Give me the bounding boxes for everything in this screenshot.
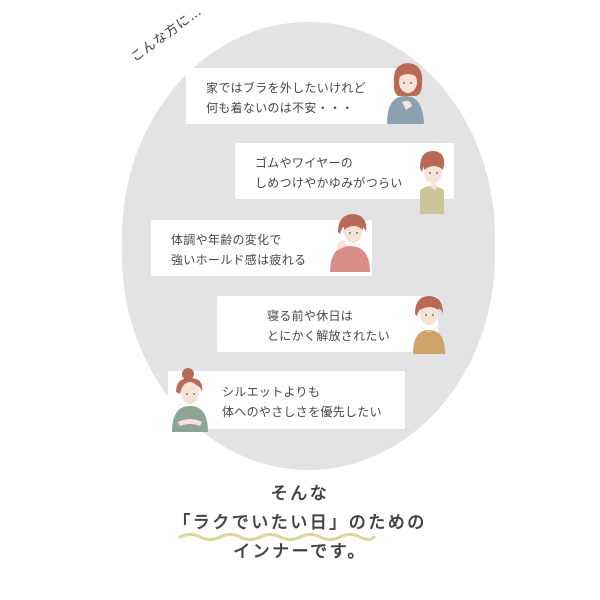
bubble-1-line-2: 何も着ないのは不安・・・: [206, 101, 354, 115]
wavy-underline: [178, 533, 376, 541]
speech-bubble-5: シルエットよりも 体へのやさしさを優先したい: [168, 371, 405, 429]
woman-avatar-mustard-icon: [413, 296, 445, 354]
headline-line-1: そんな: [270, 484, 330, 504]
bubble-4-line-1: 寝る前や休日は: [267, 309, 354, 323]
headline: そんな 「ラクでいたい日」のための インナーです。: [0, 480, 600, 567]
bubble-1-line-1: 家ではブラを外したいけれど: [206, 81, 366, 95]
speech-bubble-1: 家ではブラを外したいけれど 何も着ないのは不安・・・: [186, 68, 408, 124]
woman-avatar-blue-icon: [387, 63, 424, 124]
bubble-2-line-1: ゴムやワイヤーの: [255, 156, 354, 170]
bubble-2-line-2: しめつけやかゆみがつらい: [255, 176, 403, 190]
bubble-4-line-2: とにかく解放されたい: [267, 329, 391, 343]
headline-line-3: インナーです。: [233, 542, 367, 562]
woman-avatar-khaki-icon: [420, 150, 445, 214]
woman-avatar-green-icon: [172, 368, 208, 432]
intro-text: こんな方に…: [128, 3, 206, 66]
bubble-3-line-2: 強いホールド感は疲れる: [171, 253, 307, 267]
bubble-3-line-1: 体調や年齢の変化で: [171, 233, 282, 247]
woman-avatar-pink-icon: [330, 214, 370, 272]
speech-bubble-2: ゴムやワイヤーの しめつけやかゆみがつらい: [235, 143, 454, 199]
speech-bubble-4: 寝る前や休日は とにかく解放されたい: [217, 296, 438, 352]
bubble-5-line-2: 体へのやさしさを優先したい: [222, 405, 382, 419]
bubble-5-line-1: シルエットよりも: [222, 385, 321, 399]
headline-line-2: 「ラクでいたい日」のための: [173, 513, 427, 533]
